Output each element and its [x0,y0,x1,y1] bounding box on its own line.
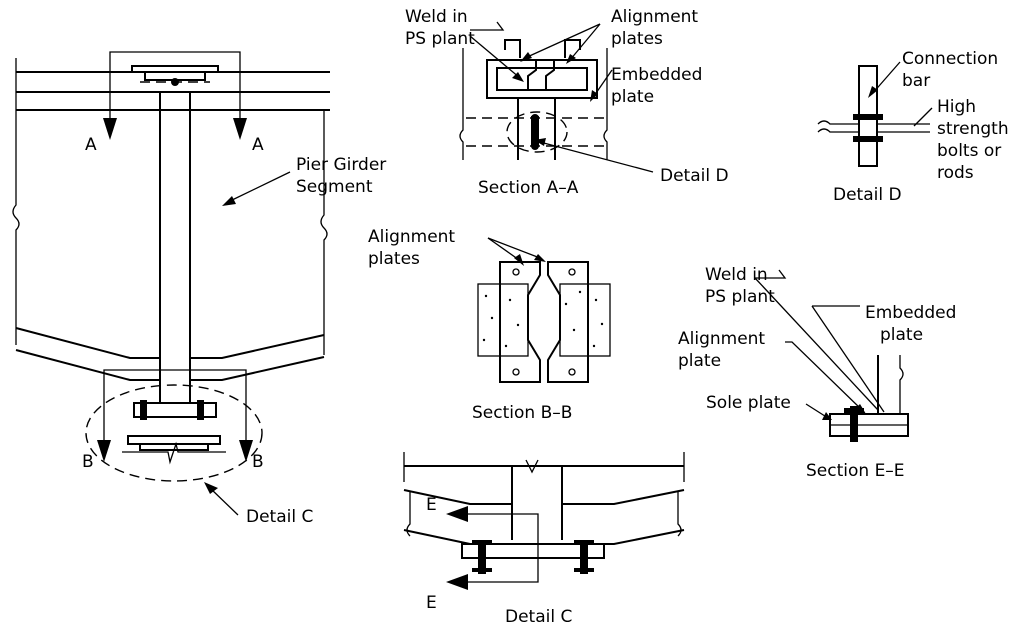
weld-label-a-line2: PS plant [405,29,475,49]
section-a-a-title: Section A–A [478,178,579,198]
detail-d-title: Detail D [833,185,902,205]
detail-c-callout: Detail C [246,507,313,527]
embedded-plate-a-line2: plate [611,87,654,107]
connection-bar-line2: bar [902,71,930,91]
section-a-a: Weld in PS plant Alignment plates Embedd… [405,7,729,198]
embedded-plate-e-line2: plate [880,325,923,345]
embedded-plate-a-line1: Embedded [611,65,702,85]
pier-girder-label-line2: Segment [296,177,373,197]
section-e-e-title: Section E–E [806,461,905,481]
weld-label-e-line1: Weld in [705,265,768,285]
section-a-right-label: A [252,135,264,155]
detail-d: Connection bar High strength bolts or ro… [817,49,1009,205]
weld-label-a-line1: Weld in [405,7,468,27]
alignment-plate-e-line2: plate [678,351,721,371]
detail-d-callout: Detail D [660,166,729,186]
alignment-plates-b-line2: plates [368,249,420,269]
alignment-plates-a-line1: Alignment [611,7,698,27]
weld-label-e-line2: PS plant [705,287,775,307]
embedded-plate-e-line1: Embedded [865,303,956,323]
section-a-left-label: A [85,135,97,155]
pier-girder-label-line1: Pier Girder [296,155,386,175]
section-b-right-label: B [252,452,264,472]
section-b-b-title: Section B–B [472,403,572,423]
section-b-b: Alignment plates Section B–B [368,227,611,423]
section-e-bottom-label: E [426,593,437,613]
high-strength-line3: bolts or [937,141,1001,161]
section-e-e: Weld in PS plant Embedded plate Alignmen… [678,265,956,481]
alignment-plates-a-line2: plates [611,29,663,49]
section-e-top-label: E [426,495,437,515]
sole-plate-label: Sole plate [706,393,791,413]
connection-bar-line1: Connection [902,49,998,69]
high-strength-line2: strength [937,119,1009,139]
section-b-left-label: B [82,452,94,472]
main-elevation: A A Pier Girder Segment B B Detail C [12,51,386,527]
detail-c-title: Detail C [505,607,572,627]
high-strength-line1: High [937,97,976,117]
alignment-plates-b-line1: Alignment [368,227,455,247]
alignment-plate-e-line1: Alignment [678,329,765,349]
detail-c: E E Detail C [403,452,685,627]
concrete-stipple [482,290,604,348]
high-strength-line4: rods [937,163,974,183]
